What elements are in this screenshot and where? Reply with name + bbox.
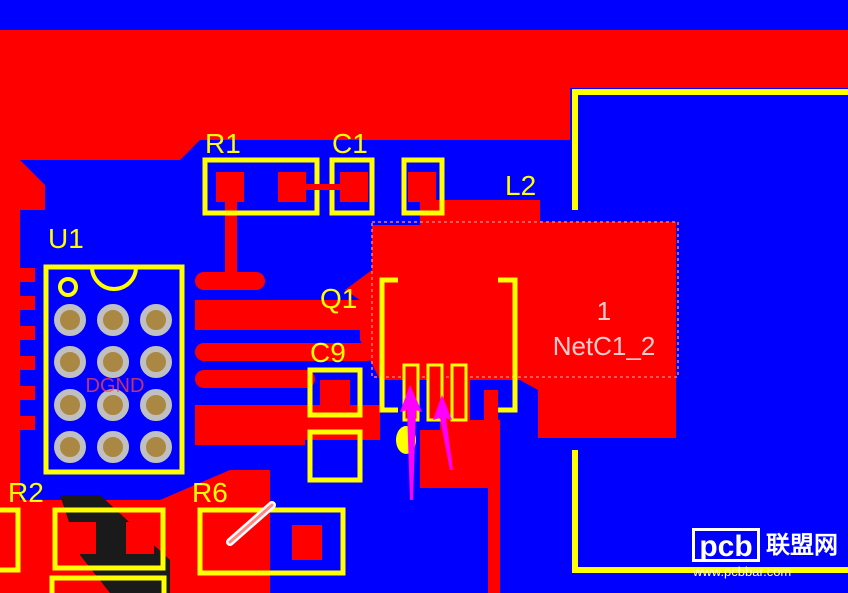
designator-r1: R1 bbox=[205, 128, 241, 159]
watermark-logo: pcb bbox=[699, 530, 752, 563]
trace-c9 bbox=[290, 405, 380, 440]
trace-left-3 bbox=[0, 326, 35, 340]
designator-q1: Q1 bbox=[320, 283, 357, 314]
trace-u1-3 bbox=[195, 343, 375, 361]
watermark-name: 联盟网 bbox=[766, 531, 838, 559]
c9-footprint[interactable] bbox=[307, 367, 363, 483]
u1-thermal-pads bbox=[54, 304, 172, 463]
designator-c9: C9 bbox=[310, 337, 346, 368]
designator-l2: L2 bbox=[505, 170, 536, 201]
trace-left-1 bbox=[0, 268, 35, 282]
trace-u1-4 bbox=[195, 370, 315, 388]
u1-pad-net-label: DGND bbox=[86, 375, 145, 397]
trace-u1-5 bbox=[195, 405, 305, 445]
watermark-url: www.pcbbar.com bbox=[692, 564, 791, 579]
trace-left-4 bbox=[0, 356, 35, 370]
arrow-up-icon bbox=[433, 395, 453, 470]
pad-number-label: 1 bbox=[597, 296, 611, 326]
u1-footprint[interactable] bbox=[43, 264, 185, 475]
designator-r6: R6 bbox=[192, 477, 228, 508]
trace-u1-1 bbox=[195, 272, 265, 290]
pcbbar-watermark: pcb 联盟网 www.pcbbar.com bbox=[692, 528, 838, 579]
designator-u1: U1 bbox=[48, 223, 84, 254]
r6-footprint[interactable] bbox=[197, 501, 346, 576]
c1-footprint[interactable] bbox=[306, 157, 445, 216]
designator-c1: C1 bbox=[332, 128, 368, 159]
trace-left-5 bbox=[0, 386, 35, 400]
net-name-label: NetC1_2 bbox=[553, 331, 656, 361]
top-copper-pour-upper bbox=[0, 30, 848, 160]
trace-u1-2 bbox=[195, 300, 370, 330]
r2-footprint[interactable] bbox=[0, 507, 167, 593]
designator-r2: R2 bbox=[8, 477, 44, 508]
trace-r1-down bbox=[225, 200, 237, 280]
trace-left-2 bbox=[0, 296, 35, 310]
u1-pin1-marker bbox=[58, 277, 78, 297]
l2-footprint[interactable] bbox=[371, 89, 848, 573]
annotation-arrows bbox=[400, 385, 453, 500]
arrow-up-icon bbox=[400, 385, 422, 500]
trace-left-6 bbox=[0, 416, 35, 430]
